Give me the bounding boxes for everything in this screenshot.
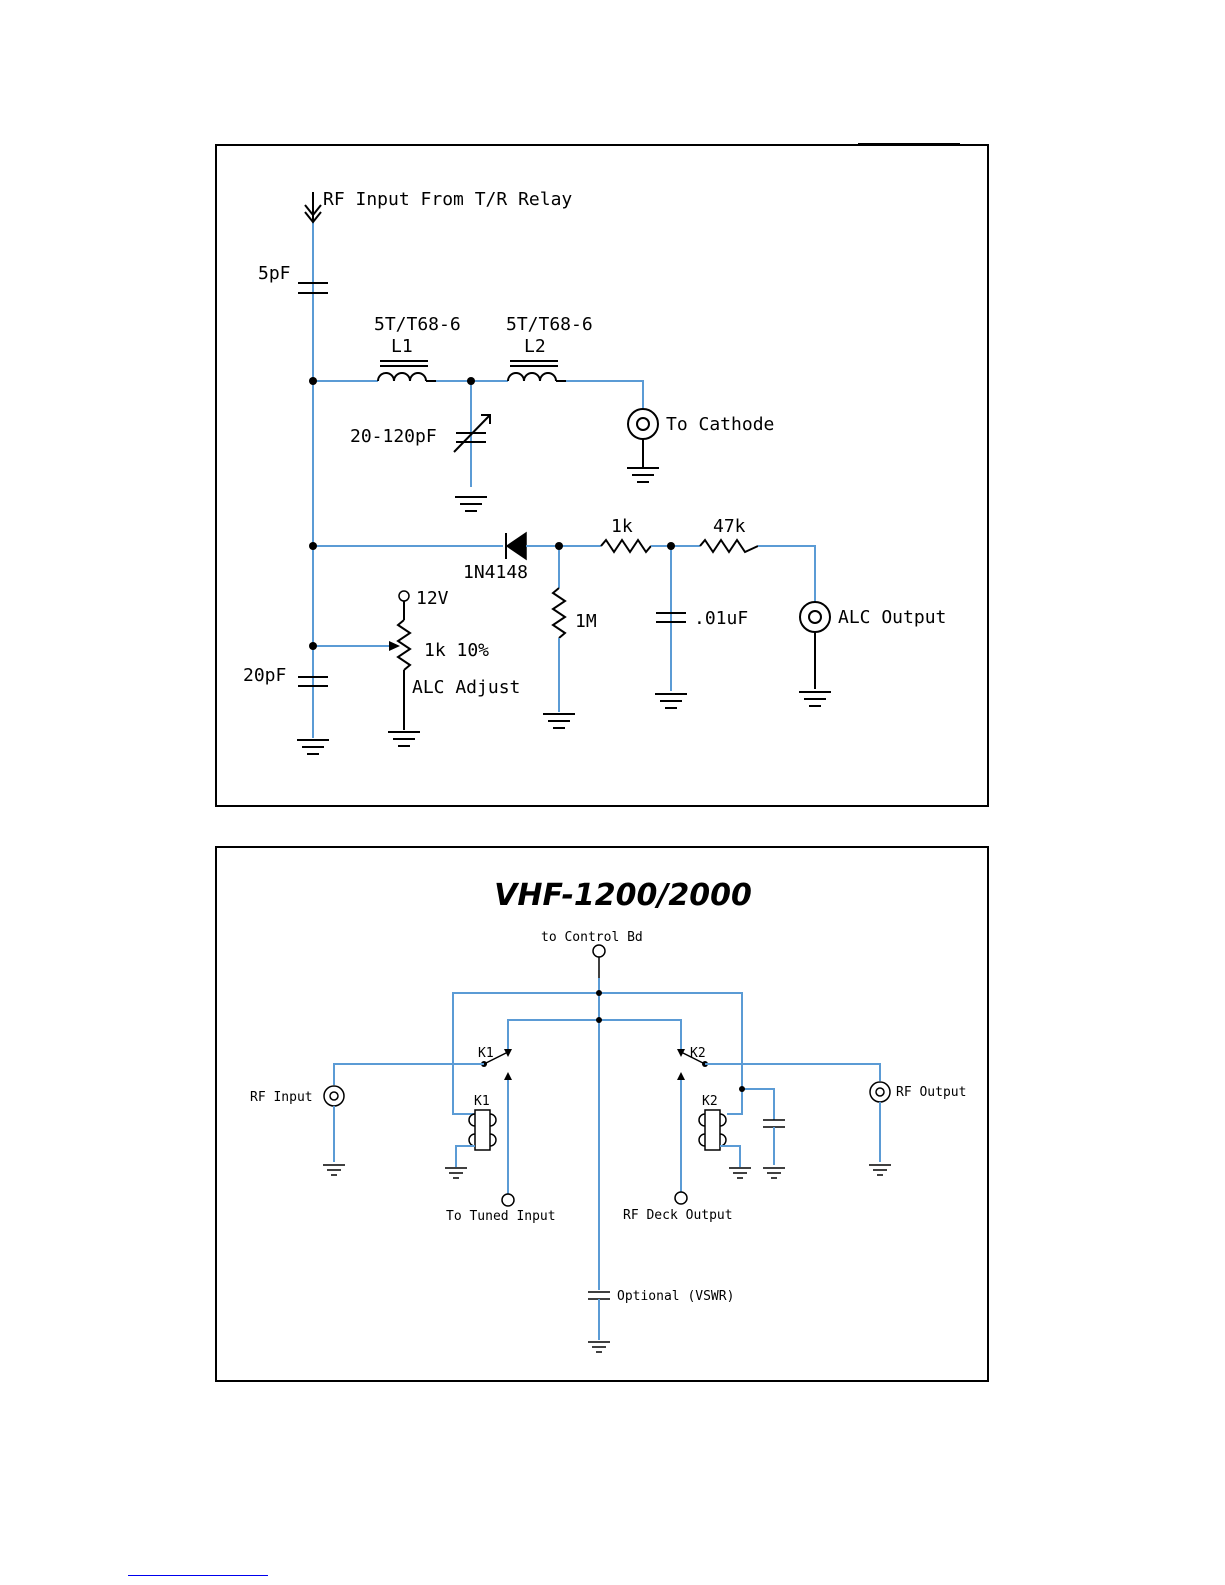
wire-rf-output	[705, 1064, 880, 1081]
cap-5pf-label: 5pF	[258, 263, 291, 284]
wire-k2-common	[599, 1020, 681, 1052]
junction-dot	[309, 377, 317, 385]
rf-input-arrow-icon	[305, 192, 321, 222]
control-label: to Control Bd	[541, 930, 643, 945]
ground-icon	[729, 1168, 751, 1178]
optional-vswr-label: Optional (VSWR)	[617, 1289, 734, 1304]
inductor-l2-symbol	[508, 361, 566, 381]
supply-terminal-icon	[399, 591, 409, 601]
resistor-1m-symbol	[553, 588, 565, 638]
ground-icon	[445, 1168, 467, 1178]
pot-label: 1k 10%	[424, 640, 489, 661]
resistor-47k-symbol	[700, 540, 758, 552]
k1-coil-label: K1	[474, 1094, 490, 1109]
ground-icon	[588, 1342, 610, 1352]
cap-01uf-label: .01uF	[694, 608, 748, 629]
coax-connector-icon	[870, 1082, 890, 1102]
var-cap-label: 20-120pF	[350, 426, 437, 447]
relay-panel-frame	[216, 847, 988, 1381]
supply-label: 12V	[416, 588, 449, 609]
l2-name-label: L2	[524, 336, 546, 357]
to-cathode-label: To Cathode	[666, 414, 774, 435]
wire-k1-common	[508, 1020, 599, 1052]
resistor-1k-symbol	[601, 540, 651, 552]
relay-circuit-panel: VHF-1200/2000 to Control Bd K1	[216, 847, 988, 1381]
ground-icon	[763, 1168, 785, 1178]
wire-k2-coil-feed	[599, 993, 742, 1114]
alc-panel-frame	[216, 145, 988, 806]
relay-k1-coil-symbol	[469, 1110, 496, 1150]
wire-47k-alc-out	[758, 546, 815, 602]
junction-dot	[555, 542, 563, 550]
diagram-title: VHF-1200/2000	[494, 878, 752, 913]
junction-dot	[309, 642, 317, 650]
rf-output-label: RF Output	[896, 1085, 966, 1100]
control-terminal-icon	[593, 945, 605, 957]
wire-bypass-cap	[742, 1089, 774, 1120]
coax-connector-icon	[628, 409, 658, 439]
pot-wiper-arrow-icon	[389, 641, 400, 651]
footer-link-underline	[128, 1575, 268, 1576]
diode-1n4148-symbol	[506, 533, 526, 559]
junction-dot	[309, 542, 317, 550]
ground-icon	[799, 692, 831, 706]
wire-rf-input	[334, 1064, 484, 1085]
r-1k-label: 1k	[611, 516, 633, 537]
junction-dot	[467, 377, 475, 385]
alc-output-label: ALC Output	[838, 607, 946, 628]
junction-dot	[596, 1017, 602, 1023]
ground-icon	[297, 740, 329, 754]
bypass-capacitor-symbol	[763, 1120, 785, 1127]
wire-k2-coil-ground	[720, 1146, 740, 1167]
k1-contact-label: K1	[478, 1046, 494, 1061]
deck-output-terminal-icon	[675, 1192, 687, 1204]
diode-label: 1N4148	[463, 562, 528, 583]
to-tuned-input-label: To Tuned Input	[446, 1209, 556, 1224]
pot-name-label: ALC Adjust	[412, 677, 520, 698]
ground-icon	[323, 1165, 345, 1175]
ground-icon	[655, 694, 687, 708]
cap-20pf-label: 20pF	[243, 665, 286, 686]
ground-icon	[388, 732, 420, 746]
k2-coil-label: K2	[702, 1094, 718, 1109]
ground-icon	[543, 714, 575, 728]
ground-icon	[627, 468, 659, 482]
k2-contact-label: K2	[690, 1046, 706, 1061]
coax-connector-icon	[324, 1086, 344, 1106]
junction-dot	[667, 542, 675, 550]
rf-input-label: RF Input	[250, 1090, 313, 1105]
wire-k1-coil-ground	[456, 1146, 475, 1167]
ground-icon	[455, 497, 487, 511]
junction-dot	[596, 990, 602, 996]
alc-circuit-panel: RF Input From T/R Relay 5pF 5T/T68-6 L1 …	[216, 144, 988, 806]
l2-spec-label: 5T/T68-6	[506, 314, 593, 335]
r-47k-label: 47k	[713, 516, 746, 537]
rf-deck-output-label: RF Deck Output	[623, 1208, 733, 1223]
r-1m-label: 1M	[575, 611, 597, 632]
potentiometer-symbol	[398, 620, 410, 670]
l1-spec-label: 5T/T68-6	[374, 314, 461, 335]
junction-dot	[739, 1086, 745, 1092]
optional-vswr-capacitor-symbol	[588, 1292, 610, 1299]
rf-input-label: RF Input From T/R Relay	[323, 189, 572, 210]
l1-name-label: L1	[391, 336, 413, 357]
inductor-l1-symbol	[378, 361, 436, 381]
relay-k2-coil-symbol	[699, 1110, 726, 1150]
tuned-input-terminal-icon	[502, 1194, 514, 1206]
coax-connector-icon	[800, 602, 830, 632]
wire-l2-cathode	[566, 381, 643, 408]
ground-icon	[869, 1165, 891, 1175]
